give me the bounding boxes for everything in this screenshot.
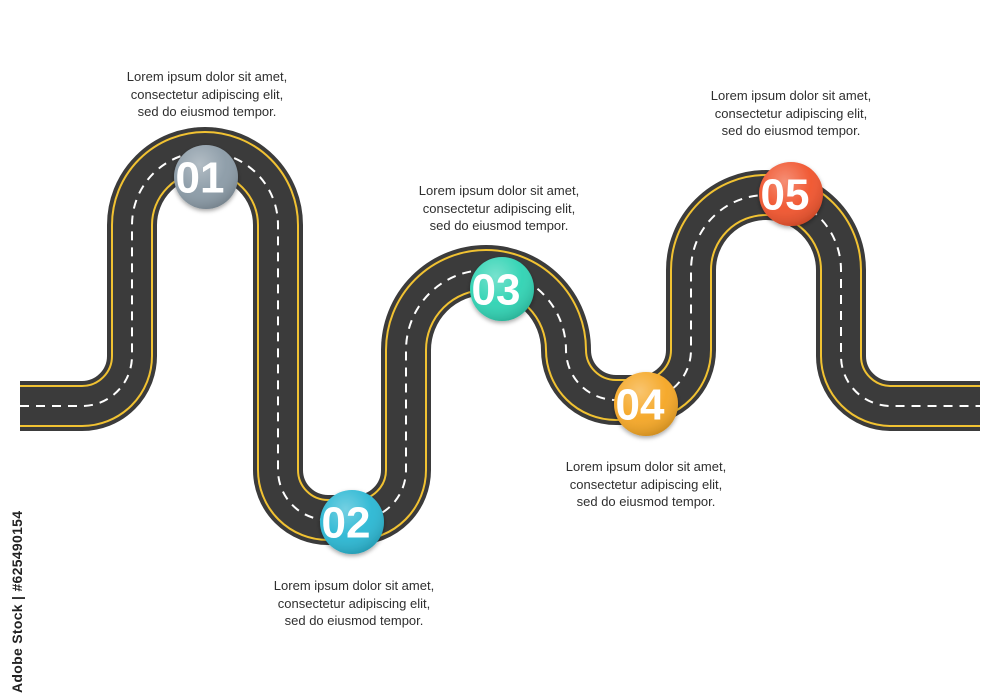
step-5-description: Lorem ipsum dolor sit amet, consectetur …: [661, 87, 921, 140]
step-3-line-3: sed do eiusmod tempor.: [429, 218, 569, 233]
step-2-line-1: Lorem ipsum dolor sit amet,: [273, 578, 435, 593]
step-5-line-2: consectetur adipiscing elit,: [714, 105, 868, 121]
step-5-line-1: Lorem ipsum dolor sit amet,: [710, 88, 872, 103]
step-1-line-3: sed do eiusmod tempor.: [137, 104, 277, 119]
step-4-description: Lorem ipsum dolor sit amet, consectetur …: [516, 458, 776, 511]
step-4-line-3: sed do eiusmod tempor.: [576, 494, 716, 509]
step-number-1: 01: [176, 154, 225, 203]
step-number-3: 03: [472, 266, 521, 315]
step-5-line-3: sed do eiusmod tempor.: [721, 123, 861, 138]
step-3-description: Lorem ipsum dolor sit amet, consectetur …: [369, 182, 629, 235]
step-marker-5: 05: [759, 162, 823, 226]
step-number-5: 05: [761, 171, 810, 220]
step-number-2: 02: [322, 499, 371, 548]
step-2-line-3: sed do eiusmod tempor.: [284, 613, 424, 628]
step-3-line-1: Lorem ipsum dolor sit amet,: [418, 183, 580, 198]
step-1-line-1: Lorem ipsum dolor sit amet,: [126, 69, 288, 84]
step-marker-4: 04: [614, 372, 678, 436]
step-4-line-2: consectetur adipiscing elit,: [569, 476, 723, 492]
step-number-4: 04: [616, 381, 665, 430]
step-marker-3: 03: [470, 257, 534, 321]
step-1-description: Lorem ipsum dolor sit amet, consectetur …: [77, 68, 337, 121]
step-4-line-1: Lorem ipsum dolor sit amet,: [565, 459, 727, 474]
stock-id-watermark: Adobe Stock | #625490154: [9, 510, 25, 693]
step-2-description: Lorem ipsum dolor sit amet, consectetur …: [224, 577, 484, 630]
step-3-line-2: consectetur adipiscing elit,: [422, 200, 576, 216]
step-marker-1: 01: [174, 145, 238, 209]
step-marker-2: 02: [320, 490, 384, 554]
step-1-line-2: consectetur adipiscing elit,: [130, 86, 284, 102]
step-2-line-2: consectetur adipiscing elit,: [277, 595, 431, 611]
